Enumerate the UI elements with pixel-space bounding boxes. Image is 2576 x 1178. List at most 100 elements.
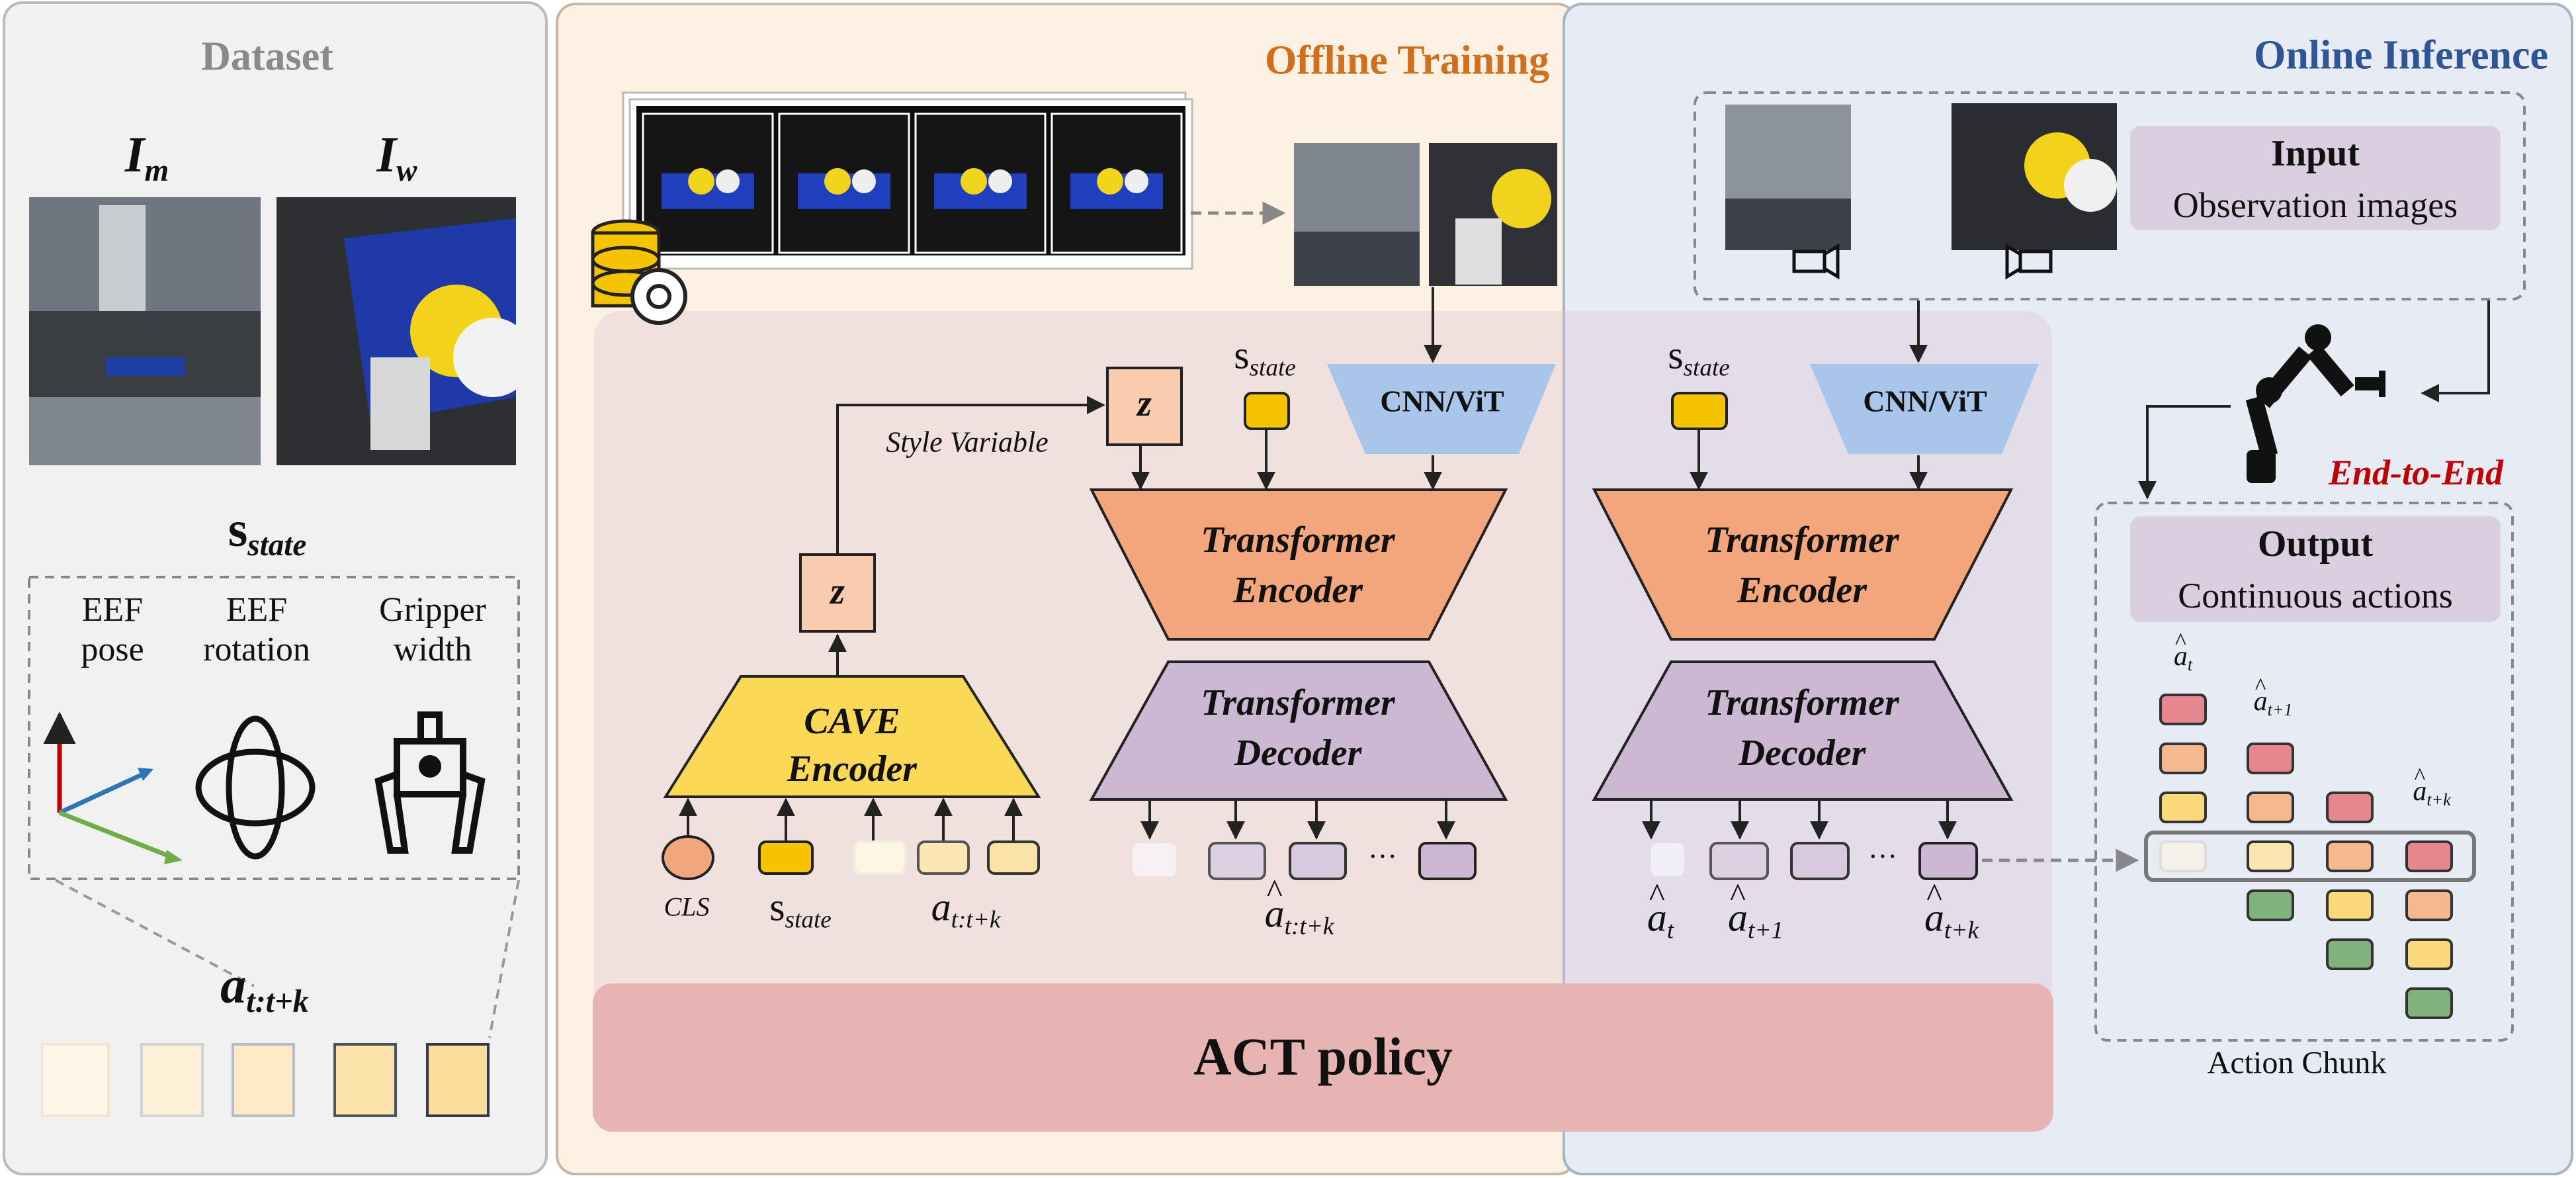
state-label: sstate: [228, 501, 307, 563]
pose-axes-icon: [43, 711, 183, 864]
dec-out-offline-4: [1418, 842, 1477, 880]
chunk-tk-4: [2405, 987, 2453, 1019]
act-policy-bar: [593, 983, 2053, 1132]
chunk-ahat-t1: at+1: [2254, 686, 2293, 720]
transformer-decoder-offline: [1089, 660, 1508, 801]
cave-sstate-label: sstate: [769, 885, 832, 934]
input-dashed-box: [1694, 91, 2526, 300]
offline-cnn-label: CNN/ViT: [1380, 384, 1504, 418]
dec-out-online-3: [1790, 842, 1850, 880]
offline-ahat-label: at:t+k: [1265, 891, 1334, 940]
input-desc: Observation images: [2172, 185, 2458, 225]
z-box-upper: [1106, 367, 1183, 446]
dec-out-online-2: [1709, 842, 1769, 880]
dataset-token-5: [426, 1043, 490, 1117]
chunk-t-1: [2159, 694, 2207, 725]
offline-title: Offline Training: [1264, 38, 1549, 83]
z-lower-label: z: [830, 571, 845, 612]
input-label-box: [2130, 126, 2501, 230]
chunk-t1-3: [2247, 840, 2294, 872]
action-chunk-label: Action Chunk: [2207, 1045, 2387, 1081]
chunk-tk-1: [2405, 840, 2453, 872]
transformer-encoder-online: [1592, 488, 2014, 641]
dataset-token-2: [140, 1043, 204, 1117]
style-variable-label: Style Variable: [886, 426, 1049, 459]
im-label: Im: [124, 126, 169, 189]
dataset-token-4: [333, 1043, 397, 1117]
action-chunk-grid: [2159, 694, 2453, 1019]
image-sequence-strip: [622, 91, 1193, 270]
input-title: Input: [2271, 133, 2360, 174]
iw-label: Iw: [376, 126, 417, 189]
dataset-action-tokens: [41, 1043, 490, 1117]
dec-out-online-4: [1918, 842, 1978, 880]
cave-action-label: at:t+k: [931, 885, 1001, 934]
chunk-t1-2: [2247, 792, 2294, 823]
output-title: Output: [2257, 523, 2374, 565]
output-desc: Continuous actions: [2178, 576, 2453, 615]
cls-label: CLS: [664, 891, 710, 922]
offline-dots: ···: [1368, 840, 1397, 873]
sstate-token-offline: [1244, 392, 1290, 430]
end-to-end-label: End-to-End: [2328, 453, 2504, 492]
robot-arm-icon: [2245, 324, 2385, 483]
cls-token: [662, 835, 714, 880]
act-policy-label: ACT policy: [1193, 1028, 1453, 1087]
chunk-ahat-tk: at+k: [2413, 776, 2450, 810]
transformer-decoder-online: [1592, 660, 2014, 801]
output-label-box: [2130, 516, 2501, 622]
online-title: Online Inference: [2254, 32, 2548, 78]
z-upper-label: z: [1137, 383, 1152, 424]
chunk-t2-4: [2326, 938, 2374, 970]
action-label: at:t+k: [220, 956, 309, 1019]
cave-action-token-2: [917, 840, 970, 875]
sstate-token-cave: [758, 840, 814, 875]
chunk-t2-2: [2326, 840, 2374, 872]
online-dots: ···: [1868, 840, 1897, 873]
chunk-highlight: [2144, 831, 2476, 882]
chunk-ahat-t: at: [2174, 641, 2192, 675]
cave-action-token-3: [987, 840, 1040, 875]
database-gear-icon: [591, 219, 687, 325]
online-ahat-t-label: at: [1647, 895, 1674, 944]
online-ahat-t1-label: at+1: [1728, 895, 1783, 944]
rotation-icon: [195, 715, 316, 860]
dec-out-offline-2: [1208, 842, 1266, 880]
dataset-token-1: [41, 1043, 110, 1117]
dataset-token-3: [232, 1043, 295, 1117]
offline-sstate-label: sstate: [1234, 333, 1296, 382]
chunk-t-2: [2159, 743, 2207, 774]
online-cnn-label: CNN/ViT: [1863, 384, 1987, 418]
cnn-vit-offline: [1327, 364, 1556, 454]
camera-icon-2: [2005, 243, 2053, 280]
cnn-vit-online: [1810, 364, 2039, 454]
online-ahat-tk-label: at+k: [1924, 895, 1979, 944]
chunk-tk-2: [2405, 889, 2453, 921]
sstate-token-online: [1671, 392, 1728, 430]
dec-out-offline-3: [1289, 842, 1347, 880]
cave-action-token-1: [853, 840, 906, 875]
online-sstate-label: sstate: [1668, 333, 1730, 382]
chunk-t2-1: [2326, 792, 2374, 823]
chunk-t1-1: [2247, 743, 2294, 774]
output-dashed-box: [2094, 502, 2514, 1042]
chunk-t-3: [2159, 792, 2207, 823]
z-box-lower: [799, 553, 876, 633]
dataset-title: Dataset: [201, 34, 333, 79]
chunk-tk-3: [2405, 938, 2453, 970]
chunk-t2-3: [2326, 889, 2374, 921]
chunk-t-4: [2159, 840, 2207, 872]
transformer-encoder-offline: [1089, 488, 1508, 641]
gripper-icon: [374, 711, 486, 854]
cave-encoder: [663, 675, 1041, 798]
chunk-t1-4: [2247, 889, 2294, 921]
